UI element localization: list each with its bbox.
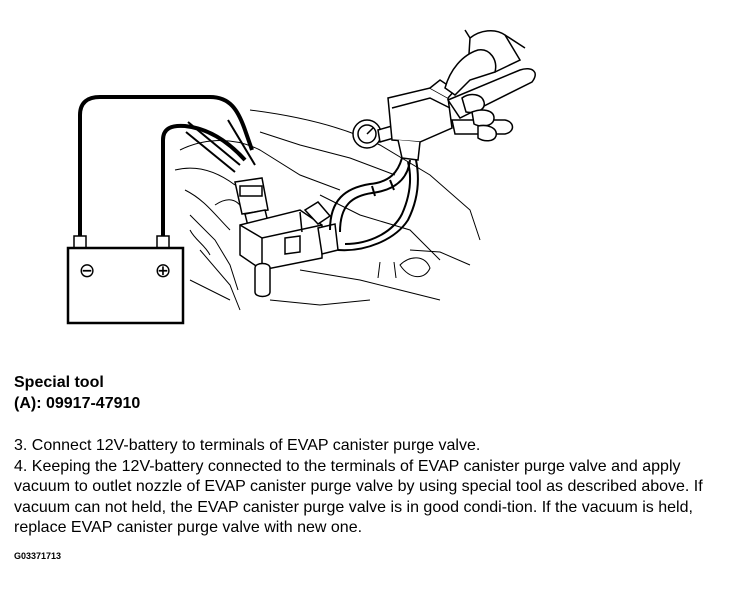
special-tool-part-number: (A): 09917-47910: [14, 395, 141, 412]
evap-canister-purge-valve: [234, 177, 339, 298]
special-tool-heading: Special tool: [14, 374, 104, 391]
procedure-step: 4. Keeping the 12V-battery connected to …: [14, 457, 703, 537]
hand-operating-pump: [444, 29, 526, 142]
vacuum-hoses: [329, 157, 419, 252]
battery-body: [66, 246, 185, 325]
evap-purge-valve-test-illustration: ⊖ ⊕: [66, 29, 536, 325]
procedure-step: 3. Connect 12V-battery to terminals of E…: [14, 437, 481, 454]
engine-bay-background: [174, 109, 481, 311]
valve-outlet-nozzle: [317, 223, 339, 255]
battery-post-positive: [156, 235, 170, 249]
procedure-steps: 3. Connect 12V-battery to terminals of E…: [14, 436, 740, 539]
special-tool-block: Special tool (A): 09917-47910: [14, 372, 140, 414]
battery-negative-terminal-icon: ⊖: [79, 258, 96, 282]
figure-code: G03371713: [14, 551, 62, 561]
pump-body: [387, 87, 453, 143]
battery-post-negative: [73, 235, 87, 249]
battery: ⊖ ⊕: [66, 235, 185, 325]
special-tool-vacuum-pump: [352, 68, 536, 161]
battery-wires: [78, 95, 256, 240]
battery-positive-terminal-icon: ⊕: [155, 258, 172, 282]
